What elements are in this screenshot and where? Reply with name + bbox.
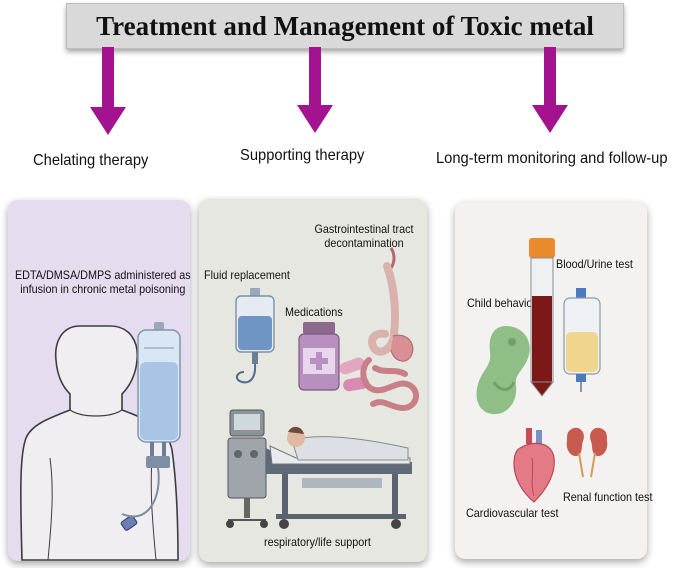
infusion-label-line1: EDTA/DMSA/DMPS administered as	[14, 268, 191, 282]
fluid-replacement-label: Fluid replacement	[204, 268, 290, 282]
iv-bag-icon	[121, 322, 181, 518]
stomach-intestine-icon	[360, 247, 420, 412]
hospital-bed-icon	[266, 426, 412, 529]
arrow-down-icon	[90, 47, 126, 135]
child-behaviour-label: Child behaviour	[467, 296, 543, 310]
test-tube-icon	[529, 238, 555, 397]
ventilator-icon	[226, 409, 268, 528]
medicine-bottle-icon	[298, 322, 340, 391]
infusion-label-line2: infusion in chronic metal poisoning	[20, 282, 186, 296]
heart-icon	[513, 428, 555, 503]
kidneys-icon	[566, 427, 608, 478]
gi-label-line1: Gastrointestinal tract	[314, 222, 414, 236]
urine-bag-icon	[563, 288, 601, 392]
human-torso-icon	[20, 325, 179, 561]
heading-supporting-therapy: Supporting therapy	[240, 147, 365, 164]
title-bar: Treatment and Management of Toxic metal	[66, 3, 624, 49]
iv-fluid-bag-icon	[235, 288, 275, 384]
gi-label: Gastrointestinal tract decontamination	[314, 222, 415, 250]
cardiovascular-label: Cardiovascular test	[466, 506, 559, 520]
heading-monitoring: Long-term monitoring and follow-up	[436, 150, 668, 167]
arrow-down-icon	[532, 47, 568, 133]
infusion-label: EDTA/DMSA/DMPS administered as infusion …	[13, 268, 193, 296]
page-title: Treatment and Management of Toxic metal	[96, 10, 594, 41]
gi-label-line2: decontamination	[324, 236, 404, 250]
respiratory-label: respiratory/life support	[264, 535, 371, 549]
arrow-down-icon	[297, 47, 333, 133]
medications-label: Medications	[285, 305, 343, 319]
fetus-icon	[476, 326, 530, 415]
heading-chelating-therapy: Chelating therapy	[33, 152, 149, 169]
renal-label: Renal function test	[563, 490, 653, 504]
blood-urine-label: Blood/Urine test	[556, 257, 633, 271]
